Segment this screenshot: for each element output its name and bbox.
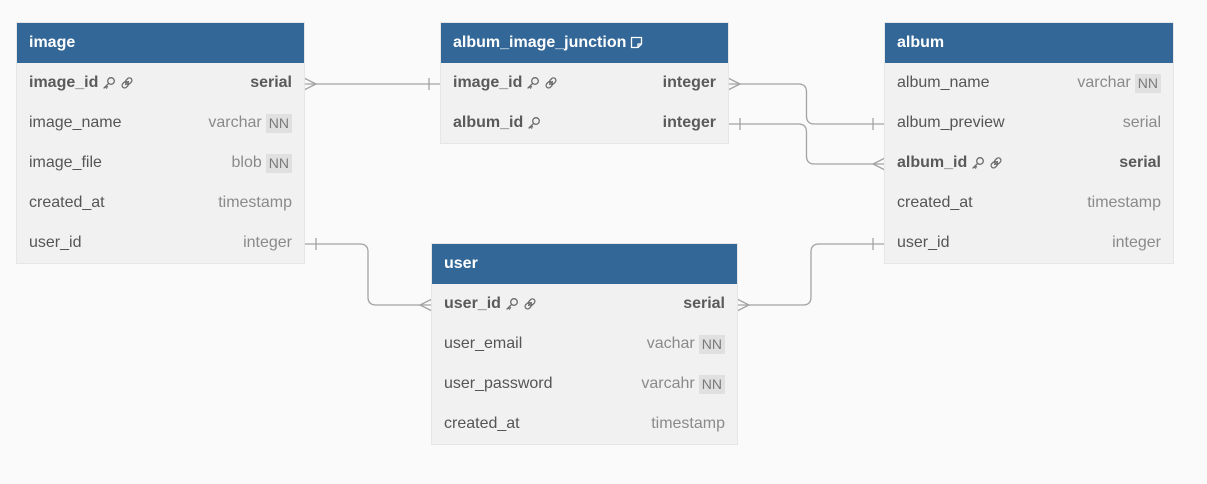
field-name: user_id (29, 234, 82, 251)
field-name: user_password (444, 375, 553, 392)
key-icon (102, 76, 116, 90)
field-row-image-id[interactable]: image_id integer (441, 63, 728, 103)
field-name: created_at (29, 194, 105, 211)
field-type: serial (250, 74, 292, 91)
field-row-created-at[interactable]: created_at timestamp (885, 183, 1173, 223)
field-row-album-id[interactable]: album_id integer (441, 103, 728, 143)
table-name: album (897, 34, 945, 51)
field-name: user_id (444, 295, 501, 312)
field-row-user-id[interactable]: user_id integer (17, 223, 304, 263)
relationship-line-3[interactable] (728, 123, 885, 165)
field-type: integer (662, 74, 716, 91)
link-icon (544, 76, 558, 90)
field-name: user_email (444, 335, 523, 352)
field-type: timestamp (218, 194, 292, 211)
field-type: timestamp (651, 415, 725, 432)
field-type: varchar (208, 114, 262, 131)
table-header[interactable]: user (432, 244, 737, 284)
relationship-line-5[interactable] (737, 243, 885, 306)
field-type: serial (1119, 154, 1161, 171)
field-name: image_file (29, 154, 102, 171)
note-icon[interactable] (630, 25, 643, 65)
field-name: album_name (897, 74, 990, 91)
field-name: user_id (897, 234, 950, 251)
link-icon (989, 156, 1003, 170)
key-icon (505, 297, 519, 311)
field-row-user-id[interactable]: user_id integer (885, 223, 1173, 263)
not-null-badge: NN (1134, 73, 1161, 93)
relationship-line-1-many-marker[interactable] (303, 77, 318, 91)
table-name: image (29, 34, 76, 51)
relationship-line-4[interactable] (304, 243, 432, 306)
field-name: album_id (453, 114, 524, 131)
link-icon (523, 297, 537, 311)
field-name: created_at (444, 415, 520, 432)
field-type: integer (662, 114, 716, 131)
link-icon (120, 76, 134, 90)
not-null-badge: NN (698, 374, 725, 394)
table-header[interactable]: album_image_junction (441, 23, 728, 63)
field-type: timestamp (1087, 194, 1161, 211)
field-type: vachar (646, 335, 695, 352)
field-row-user-id[interactable]: user_id serial (432, 284, 737, 324)
not-null-badge: NN (265, 153, 292, 173)
relationship-line-4-many-marker[interactable] (418, 298, 433, 312)
field-row-created-at[interactable]: created_at timestamp (17, 183, 304, 223)
field-type: integer (1112, 234, 1161, 251)
field-name: album_id (897, 154, 968, 171)
not-null-badge: NN (265, 113, 292, 133)
relationship-line-2[interactable] (728, 83, 885, 125)
not-null-badge: NN (698, 334, 725, 354)
table-name: user (444, 255, 478, 272)
table-header[interactable]: album (885, 23, 1173, 63)
table-header[interactable]: image (17, 23, 304, 63)
key-icon (526, 76, 540, 90)
field-type: integer (243, 234, 292, 251)
table-name: album_image_junction (453, 34, 627, 51)
field-type: varchar (1077, 74, 1131, 91)
field-type: blob (231, 154, 262, 171)
field-row-album-id[interactable]: album_id serial (885, 143, 1173, 183)
relationship-line-5-many-marker[interactable] (736, 298, 751, 312)
field-name: album_preview (897, 114, 1005, 131)
key-icon (971, 156, 985, 170)
field-name: image_id (29, 74, 99, 91)
field-name: image_name (29, 114, 122, 131)
field-type: serial (1122, 114, 1161, 131)
field-name: image_id (453, 74, 523, 91)
field-type: serial (683, 295, 725, 312)
field-type: varcahr (641, 375, 695, 392)
relationship-line-2-many-marker[interactable] (727, 77, 742, 91)
key-icon (527, 116, 541, 130)
field-row-album-preview[interactable]: album_preview serial (885, 103, 1173, 143)
field-row-created-at[interactable]: created_at timestamp (432, 404, 737, 444)
relationship-line-3-many-marker[interactable] (871, 157, 886, 171)
field-row-image-id[interactable]: image_id serial (17, 63, 304, 103)
field-name: created_at (897, 194, 973, 211)
